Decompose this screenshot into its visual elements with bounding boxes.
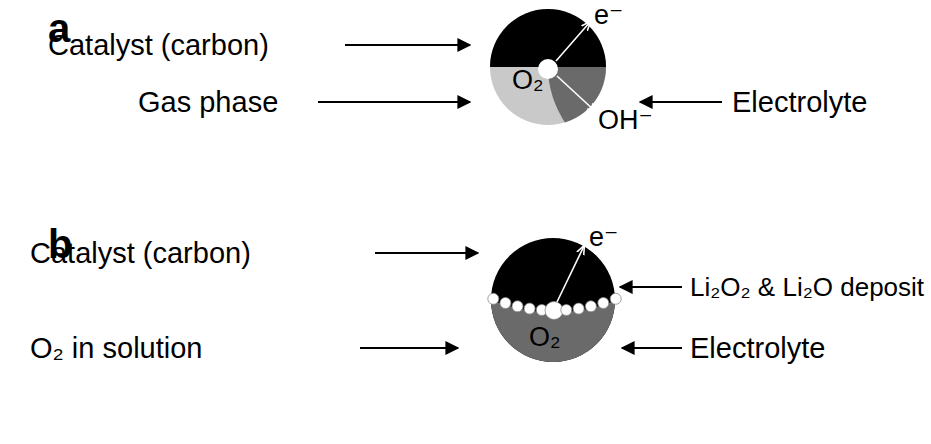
deposit-particle bbox=[500, 298, 511, 309]
deposit-particle bbox=[573, 303, 584, 314]
leader-arrow bbox=[345, 44, 470, 46]
callout-label: Gas phase bbox=[138, 85, 278, 119]
leader-arrow bbox=[360, 347, 458, 349]
species-label: O₂ bbox=[512, 65, 543, 95]
leader-arrow bbox=[640, 101, 722, 103]
callout-label: Electrolyte bbox=[690, 331, 825, 365]
particle-b bbox=[470, 230, 640, 380]
callout-label: Catalyst (carbon) bbox=[48, 28, 269, 62]
electron-arrow bbox=[556, 22, 590, 61]
deposit-dots bbox=[488, 293, 621, 319]
electron-arrow bbox=[557, 246, 584, 302]
particle-node: e⁻O₂ bbox=[491, 238, 615, 362]
leader-arrow bbox=[620, 286, 682, 288]
deposit-particle bbox=[561, 305, 572, 316]
callout-label: Li₂O₂ & Li₂O deposit bbox=[690, 270, 924, 304]
particle-node: e⁻O₂OH⁻ bbox=[490, 9, 606, 125]
species-label: OH⁻ bbox=[598, 105, 653, 135]
callout-label: O₂ in solution bbox=[30, 331, 202, 365]
callout-label: Catalyst (carbon) bbox=[30, 236, 251, 270]
leader-arrow bbox=[375, 252, 478, 254]
leader-arrow bbox=[318, 101, 470, 103]
species-label: O₂ bbox=[529, 322, 560, 352]
deposit-particle bbox=[585, 301, 596, 312]
deposit-particle bbox=[610, 293, 621, 304]
species-label: e⁻ bbox=[594, 0, 623, 30]
deposit-particle bbox=[545, 302, 563, 320]
hydroxide-arrow bbox=[557, 76, 596, 112]
deposit-particle bbox=[512, 301, 523, 312]
species-label: e⁻ bbox=[589, 222, 618, 252]
leader-arrow bbox=[622, 347, 682, 349]
deposit-particle bbox=[488, 293, 499, 304]
deposit-particle bbox=[598, 298, 609, 309]
callout-label: Electrolyte bbox=[732, 85, 867, 119]
deposit-particle bbox=[524, 303, 535, 314]
